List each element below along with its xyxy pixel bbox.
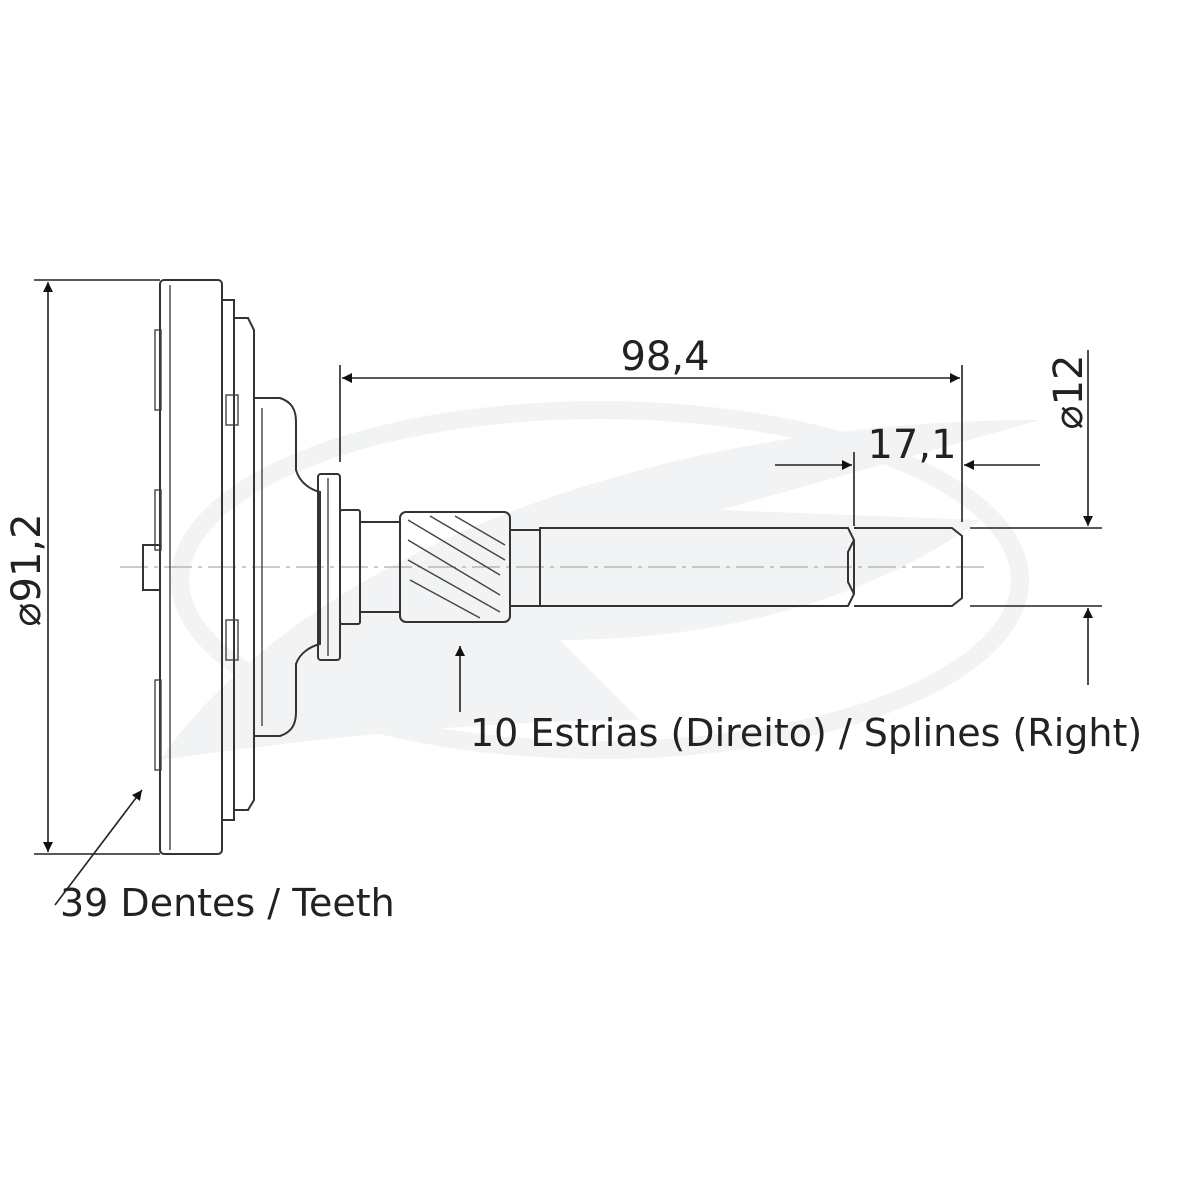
spline-length-label: 17,1 [867, 422, 956, 468]
shaft-length-dimension: 98,4 [339, 334, 963, 522]
gear-flange [142, 279, 255, 855]
teeth-note-label: 39 Dentes / Teeth [60, 881, 395, 925]
spline-length-dimension: 17,1 [775, 422, 1040, 526]
shaft-diameter-label: ⌀12 [1046, 355, 1092, 430]
shaft-diameter-dimension: ⌀12 [970, 350, 1102, 685]
splines-note-label: 10 Estrias (Direito) / Splines (Right) [470, 711, 1142, 755]
splines-note: 10 Estrias (Direito) / Splines (Right) [455, 646, 1142, 755]
teeth-note: 39 Dentes / Teeth [54, 789, 395, 925]
watermark-logo [160, 401, 1040, 760]
flange-diameter-dimension: ⌀91,2 [4, 279, 160, 855]
shaft-length-label: 98,4 [620, 334, 709, 380]
flange-diameter-label: ⌀91,2 [4, 513, 50, 626]
hub [254, 397, 321, 737]
shaft [359, 511, 963, 623]
